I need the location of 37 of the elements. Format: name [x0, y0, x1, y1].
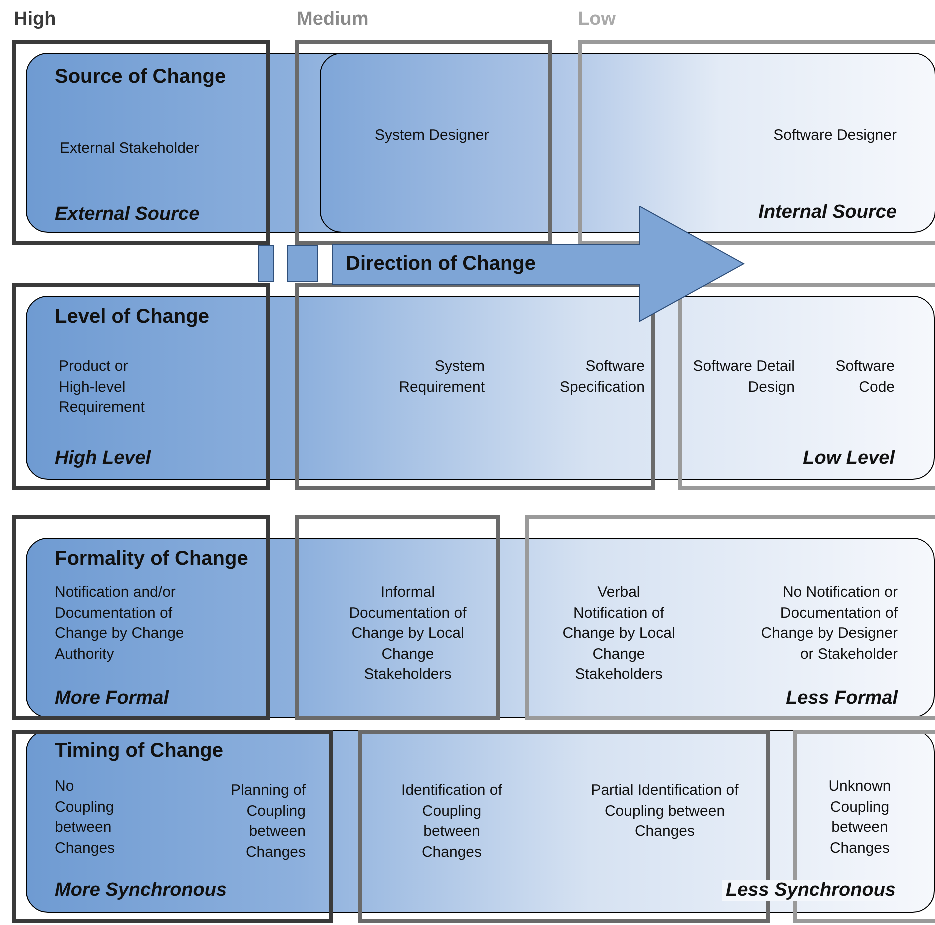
scale-label: External Source [55, 203, 201, 227]
band-title: Level of Change [55, 305, 210, 329]
band-text: System Designer [375, 126, 490, 146]
category-band [26, 538, 935, 718]
band-text: External Stakeholder [60, 139, 200, 159]
scale-label: More Formal [55, 687, 170, 711]
level-heading: High [14, 8, 56, 32]
band-text: No Notification or Documentation of Change by Designer or Stakeholder [760, 583, 898, 664]
band-text: Software Detail Design [692, 357, 795, 398]
band-text: Software Code [834, 357, 895, 398]
scale-label: Internal Source [758, 201, 897, 225]
band-text: Software Designer [772, 126, 897, 146]
band-title: Timing of Change [55, 739, 225, 763]
level-heading: Low [578, 8, 616, 32]
band-text: Verbal Notification of Change by Local Change Stakeholders [562, 583, 676, 685]
category-band [26, 53, 935, 233]
band-title: Source of Change [55, 65, 228, 89]
scale-label: Less Formal [785, 687, 898, 711]
band-text: Informal Documentation of Change by Local Change Stakeholders [348, 583, 468, 685]
scale-label: Low Level [802, 447, 895, 471]
band-text: Software Specification [558, 357, 645, 398]
band-text: Identification of Coupling between Changes [400, 781, 504, 862]
category-band [26, 730, 935, 913]
band-text: Planning of Coupling between Changes [230, 781, 306, 862]
band-text: Product or High-level Requirement [59, 357, 146, 418]
band-text: Unknown Coupling between Changes [828, 777, 892, 858]
scale-label: High Level [55, 447, 152, 471]
scale-label: More Synchronous [55, 879, 228, 903]
sub-band [320, 53, 935, 233]
category-band [26, 296, 935, 480]
level-heading: Medium [297, 8, 369, 32]
band-title: Direction of Change [346, 252, 538, 276]
band-title: Formality of Change [55, 547, 250, 571]
band-text: No Coupling between Changes [55, 777, 116, 858]
band-text: System Requirement [398, 357, 485, 398]
band-text: Partial Identification of Coupling between Changes [590, 781, 740, 842]
band-text: Notification and/or Documentation of Change by Change Authority [55, 583, 186, 664]
